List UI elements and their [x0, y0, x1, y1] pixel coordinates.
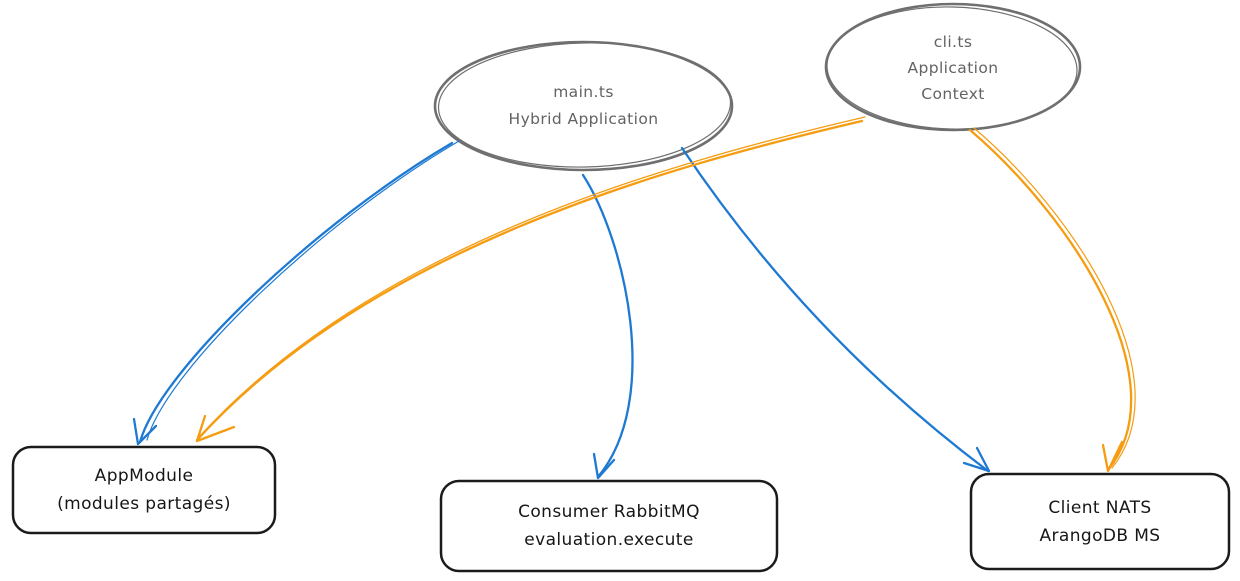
- node-appmodule-shape: [11, 445, 277, 535]
- edge-main-to-rabbitmq: [581, 173, 634, 480]
- edge-main-to-nats: [680, 146, 991, 473]
- edge-cli-to-nats: [968, 127, 1136, 473]
- arrowhead-blue-appmodule: [132, 417, 158, 446]
- edge-main-to-appmodule: [132, 140, 460, 446]
- node-cli-ts-shape: [824, 2, 1082, 132]
- arrowhead-blue-rabbitmq: [592, 452, 616, 480]
- edges-orange: [195, 116, 1136, 473]
- arrowhead-blue-nats: [962, 446, 991, 473]
- node-rabbitmq-shape: [439, 479, 779, 573]
- arrowhead-orange-appmodule: [195, 414, 236, 443]
- node-main-ts-shape: [433, 40, 734, 172]
- edges-blue: [132, 140, 991, 480]
- arrowhead-orange-nats: [1101, 440, 1124, 473]
- node-clientnats-shape: [969, 472, 1231, 571]
- edge-cli-to-appmodule: [195, 116, 866, 443]
